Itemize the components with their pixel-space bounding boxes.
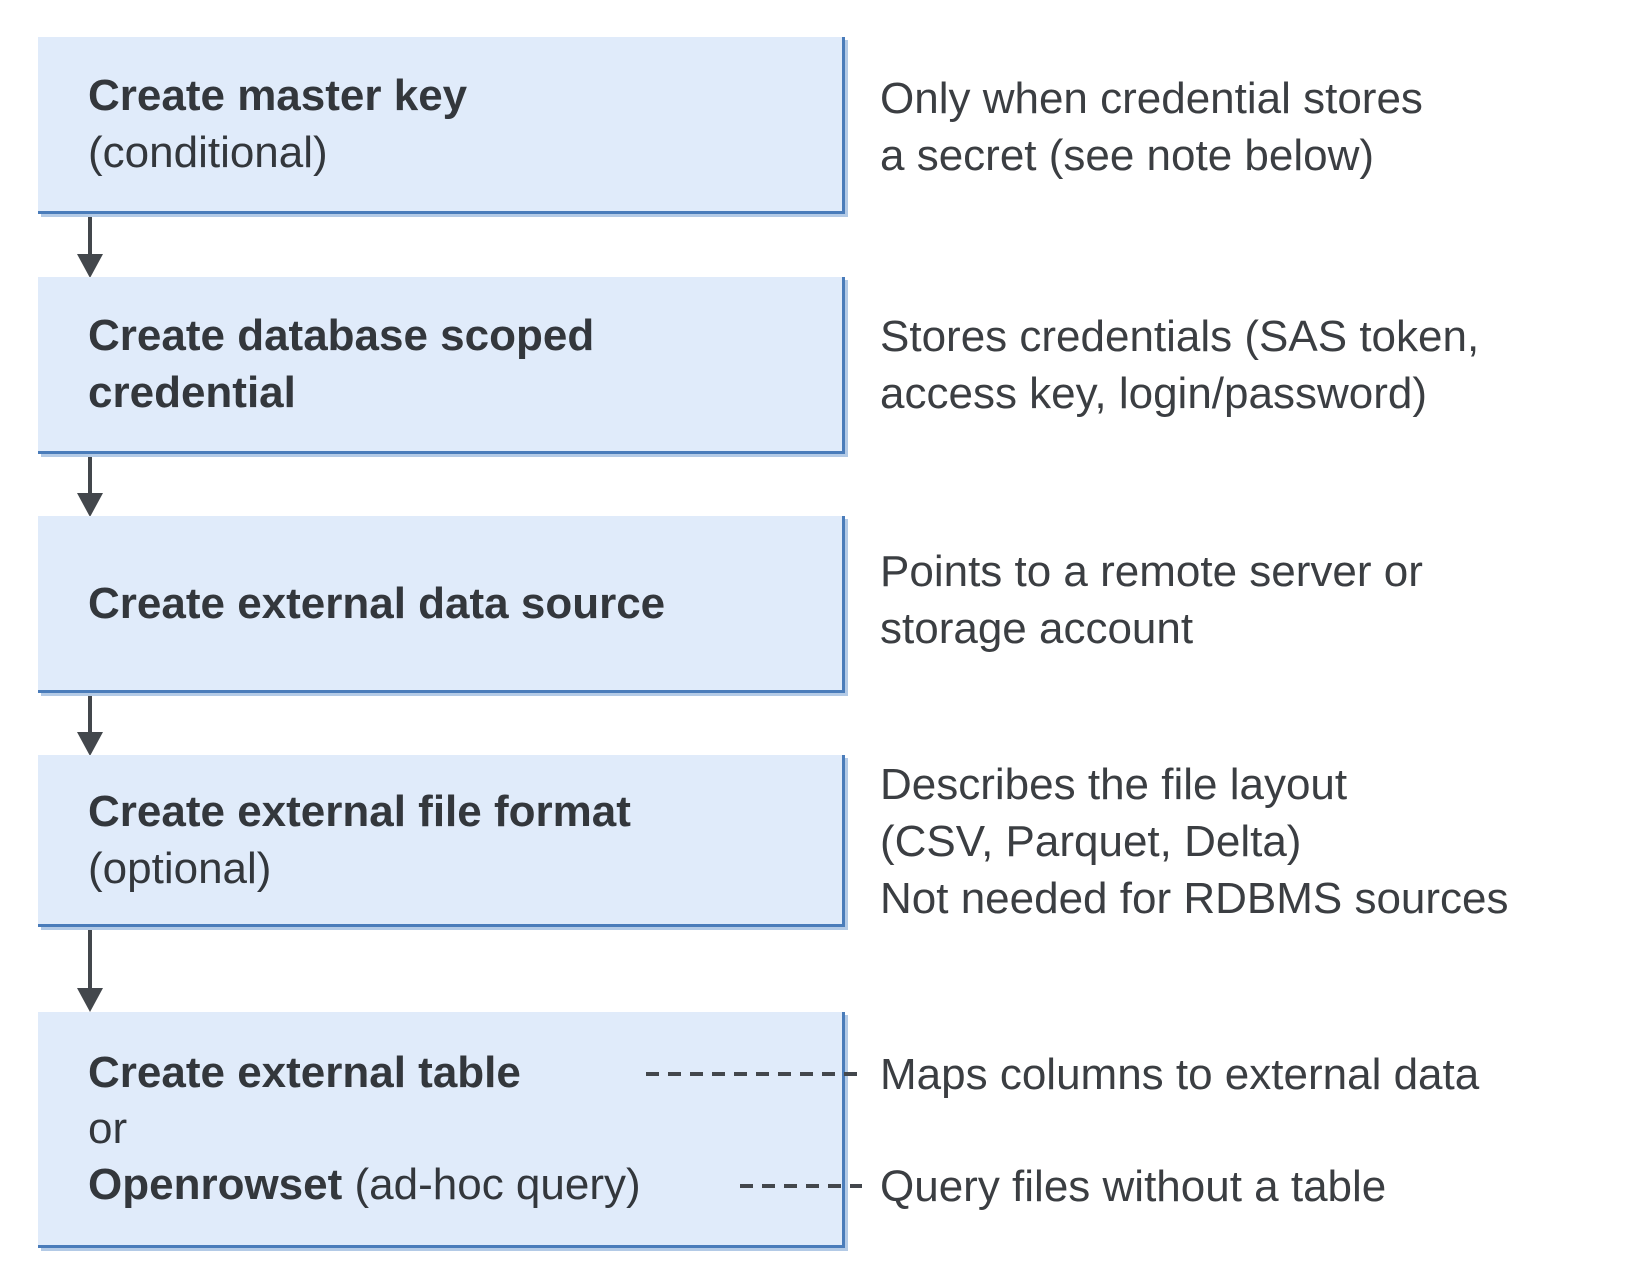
step-title: Create master key <box>88 71 468 120</box>
annotation-master-key: Only when credential stores a secret (se… <box>880 74 1423 180</box>
dashed-connector-openrowset <box>740 1184 862 1188</box>
annotation-openrowset: Query files without a table <box>880 1162 1387 1211</box>
step-title: Create external data source <box>88 578 666 628</box>
annotation-file-format: Describes the file layout (CSV, Parquet,… <box>880 760 1509 923</box>
flow-box-create-database-scoped-credential: Create database scoped credential <box>38 277 845 454</box>
annotation-data-source: Points to a remote server or storage acc… <box>880 547 1423 653</box>
step-note: (optional) <box>88 843 272 893</box>
flow-box-create-external-table-or-openrowset: Create external table or Openrowset (ad-… <box>38 1012 845 1248</box>
annotation-scoped-credential: Stores credentials (SAS token, access ke… <box>880 312 1480 418</box>
flow-box-create-external-data-source: Create external data source <box>38 516 845 693</box>
step-title: Create external file format <box>88 786 631 836</box>
step-title: credential <box>88 368 296 417</box>
down-arrow-icon <box>75 930 105 1012</box>
step-or-label: or <box>88 1103 128 1153</box>
annotation-external-table: Maps columns to external data <box>880 1050 1480 1099</box>
step-title: Create database scoped <box>88 311 595 360</box>
flow-box-create-external-file-format: Create external file format (optional) <box>38 755 845 927</box>
down-arrow-icon <box>75 457 105 517</box>
down-arrow-icon <box>75 217 105 278</box>
down-arrow-icon <box>75 696 105 756</box>
step-title: Openrowset (ad-hoc query) <box>88 1159 641 1209</box>
dashed-connector-external-table <box>646 1072 862 1076</box>
step-note: (conditional) <box>88 128 328 177</box>
flow-box-create-master-key: Create master key (conditional) <box>38 37 845 214</box>
step-title: Create external table <box>88 1047 521 1097</box>
